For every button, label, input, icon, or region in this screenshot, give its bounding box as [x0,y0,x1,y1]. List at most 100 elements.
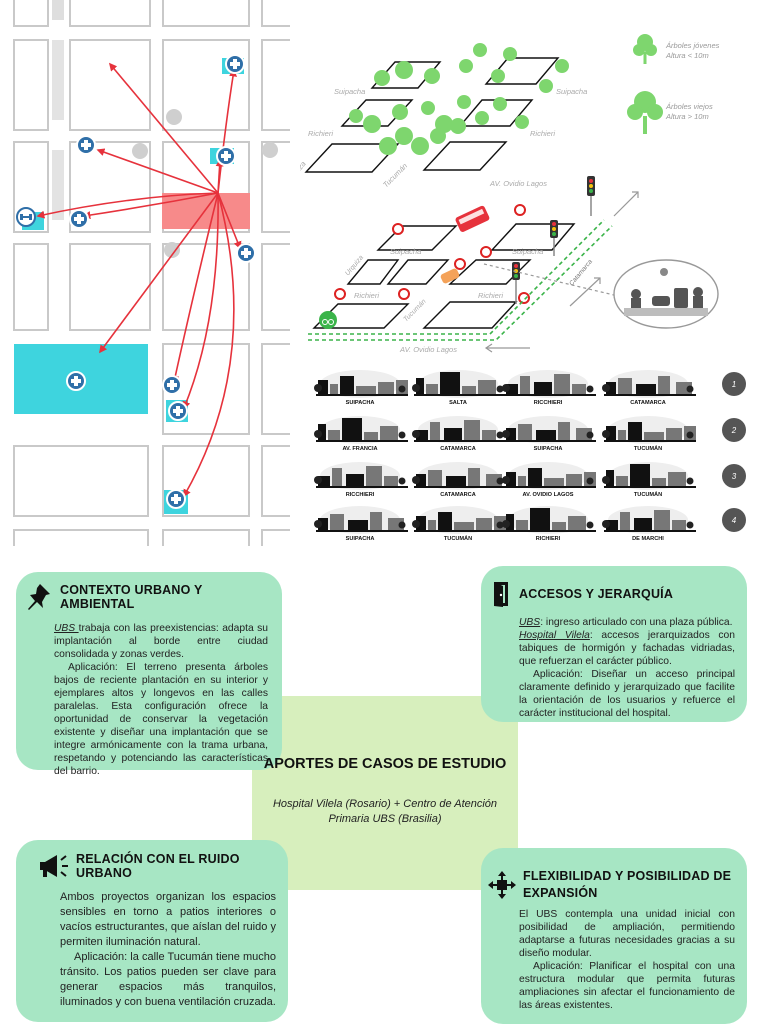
section-label: RICCHIERI [346,492,375,498]
svg-text:1: 1 [732,380,736,389]
door-icon [494,582,508,607]
gym-icon [16,207,36,227]
section-marker: 2 [722,418,746,442]
street-section: SALTA [412,370,506,406]
street-section: DE MARCHI [602,506,696,540]
hospital-site [162,193,250,229]
street-section: SUIPACHA [502,416,596,452]
flex-p2: Aplicación: Planificar el hospital con u… [519,961,735,1011]
label-ovidio-1: AV. Ovidio Lagos [489,179,547,188]
flex-title: FLEXIBILIDAD Y POSIBILIDAD DE EXPANSIÓN [523,869,732,900]
label-suipacha-4: Suipacha [512,247,543,256]
legend-young-sub: Altura < 10m [665,51,709,60]
card-noise: RELACIÓN CON EL RUIDO URBANO Ambos proye… [16,840,288,1022]
traffic-axonometric: Suipacha Suipacha Richieri Richieri Urqu… [308,176,719,354]
context-p1: trabaja con las preexistencias: adapta s… [54,623,268,660]
center-subtitle: Hospital Vilela (Rosario) + Centro de At… [272,798,498,825]
legend-young-title: Árboles jóvenes [665,41,720,50]
center-title: APORTES DE CASOS DE ESTUDIO [263,756,507,772]
center-panel [252,696,518,890]
street-section: TUCUMÁN [602,416,696,452]
legend-old-sub: Altura > 10m [665,112,709,121]
street-section: CATAMARCA [602,370,696,406]
label-richieri-4: Richieri [478,291,503,300]
section-label: SALTA [449,400,467,406]
health-center-icons [66,54,256,509]
section-label: DE MARCHI [632,536,664,540]
svg-text:3: 3 [732,472,737,481]
street-section: CATAMARCA [412,416,506,452]
old-tree-icon [627,91,663,134]
noise-p2: Aplicación: la calle Tucumán tiene mucho… [60,951,276,1008]
context-title: CONTEXTO URBANO Y AMBIENTAL [60,583,203,611]
young-tree-icon [633,34,657,64]
label-richieri-1: Richieri [308,129,333,138]
section-label: SUIPACHA [346,536,375,540]
section-marker: 4 [722,508,746,532]
access-p2: Aplicación: Diseñar un acceso principal … [519,669,735,719]
access-title: ACCESOS Y JERARQUÍA [519,587,674,601]
card-flexibility: FLEXIBILIDAD Y POSIBILIDAD DE EXPANSIÓN … [481,848,747,1024]
street-section: TUCUMÁN [412,506,506,540]
section-label: CATAMARCA [440,492,476,498]
street-section: RICCHIERI [314,462,408,498]
tree-legend: Árboles jóvenes Altura < 10m Árboles vie… [627,34,720,134]
traffic-light-icons [512,176,595,304]
context-p2: Aplicación: El terreno presenta árboles … [54,662,268,777]
access-vilela-lead: Hospital Vilela [519,630,590,641]
section-marker: 3 [722,464,746,488]
section-label: AV. FRANCIA [342,446,377,452]
label-tucuman-2: Tucumán [402,298,427,323]
label-richieri-2: Richieri [530,129,555,138]
flow-arrows [483,191,639,353]
svg-text:4: 4 [732,516,737,525]
context-lead: UBS [54,623,79,634]
street-sections: SUIPACHA SALTA RICCHIERI CATAMARCA 1AV. FRAN… [314,370,746,540]
section-label: TUCUMÁN [634,445,662,452]
street-section: RICHIERI [502,506,596,540]
connection-arrows [36,62,242,498]
bus-icon [455,205,490,232]
flex-p1: El UBS contempla una unidad inicial con … [519,909,735,959]
label-richieri-3: Richieri [354,291,379,300]
section-label: TUCUMÁN [444,535,472,540]
noise-p1: Ambos proyectos organizan los espacios s… [60,891,276,948]
street-section: SUIPACHA [314,506,408,540]
pushpin-icon [28,584,50,610]
legend-old-title: Árboles viejos [665,102,713,111]
trees [349,43,569,155]
access-ubs-text: : ingreso articulado con una plaza públi… [540,617,733,628]
section-label: SUIPACHA [534,446,563,452]
section-label: CATAMARCA [440,446,476,452]
street-section: AV. OVIDIO LAGOS [502,462,596,498]
no-parking-icons [334,204,530,304]
car-icon [440,268,460,284]
section-label: AV. OVIDIO LAGOS [523,492,574,498]
section-label: SUIPACHA [346,400,375,406]
noise-title: RELACIÓN CON EL RUIDO URBANO [76,852,240,880]
access-ubs-lead: UBS [519,617,541,628]
card-context: CONTEXTO URBANO Y AMBIENTAL UBS trabaja … [16,572,282,777]
section-label: RICHIERI [536,536,561,540]
expand-arrows-icon [488,871,516,899]
card-access: ACCESOS Y JERARQUÍA UBS: ingreso articul… [481,566,747,722]
label-ovidio-2: AV. Ovidio Lagos [399,345,457,354]
label-suipacha-2: Suipacha [556,87,587,96]
label-suipacha-3: Suipacha [390,247,421,256]
street-section: RICCHIERI [502,370,596,406]
label-suipacha-1: Suipacha [334,87,365,96]
street-section: AV. FRANCIA [314,416,408,452]
section-label: RICCHIERI [534,400,563,406]
section-marker: 1 [722,372,746,396]
bike-icon [319,311,337,329]
svg-text:2: 2 [731,426,737,435]
label-catamarca: Catamarca [568,258,594,287]
section-label: CATAMARCA [630,400,666,406]
bike-lane [308,219,613,341]
street-section: SUIPACHA [314,370,408,406]
urban-map [13,0,290,546]
noise-bubble [613,259,719,329]
megaphone-icon [40,855,68,877]
access-vilela-text: : accesos jerarquizados con tabiques de … [519,630,735,667]
street-section: TUCUMÁN [602,462,696,498]
